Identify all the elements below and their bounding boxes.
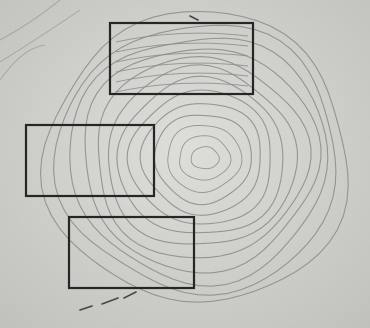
paper-background (0, 0, 370, 328)
pencil-sketch (0, 0, 370, 328)
